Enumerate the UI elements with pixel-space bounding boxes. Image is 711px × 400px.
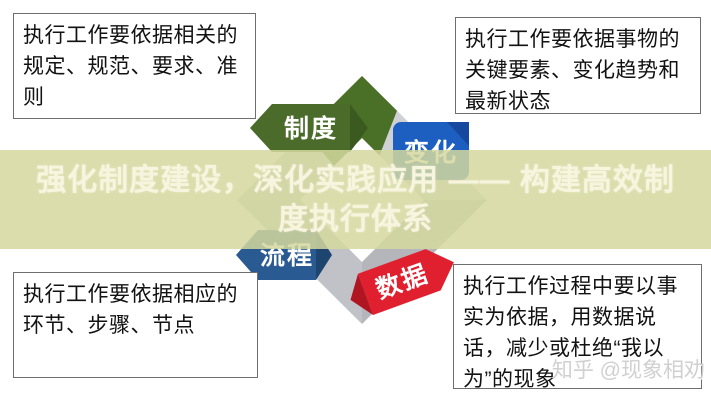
ribbon-zhidu-label: 制度	[284, 114, 338, 143]
note-box-bottom-left: 执行工作要依据相应的环节、步骤、节点	[13, 272, 258, 378]
note-box-top-right: 执行工作要依据事物的关键要素、变化趋势和最新状态	[455, 17, 701, 114]
ribbon-shuju-fold	[350, 273, 374, 316]
ribbon-shuju: 数据	[350, 249, 454, 316]
title-line-1: 强化制度建设，深化实践应用 —— 构建高效制	[36, 163, 675, 197]
note-box-top-left: 执行工作要依据相关的规定、规范、要求、准则	[13, 13, 256, 119]
ribbon-shuju-shape	[358, 249, 454, 316]
note-box-top-left-text: 执行工作要依据相关的规定、规范、要求、准则	[23, 24, 238, 109]
zhihu-watermark: 知乎 @现象相劝	[551, 359, 705, 382]
note-box-bottom-left-text: 执行工作要依据相应的环节、步骤、节点	[23, 283, 238, 337]
title-line-2: 度执行体系	[278, 202, 433, 236]
ribbon-zhidu-fold	[350, 104, 368, 152]
note-box-bottom-right: 执行工作过程中要以事实为依据，用数据说话，减少或杜绝“我以为”的现象	[453, 264, 702, 391]
note-box-top-right-text: 执行工作要依据事物的关键要素、变化趋势和最新状态	[465, 28, 680, 113]
title-banner: 强化制度建设，深化实践应用 —— 构建高效制 度执行体系	[0, 150, 711, 249]
note-box-bottom-right-text: 执行工作过程中要以事实为依据，用数据说话，减少或杜绝“我以为”的现象	[463, 275, 678, 391]
ribbon-bianhua-fold	[447, 122, 469, 146]
ribbon-zhidu-shape	[250, 104, 350, 152]
ribbon-zhidu: 制度	[250, 104, 368, 152]
